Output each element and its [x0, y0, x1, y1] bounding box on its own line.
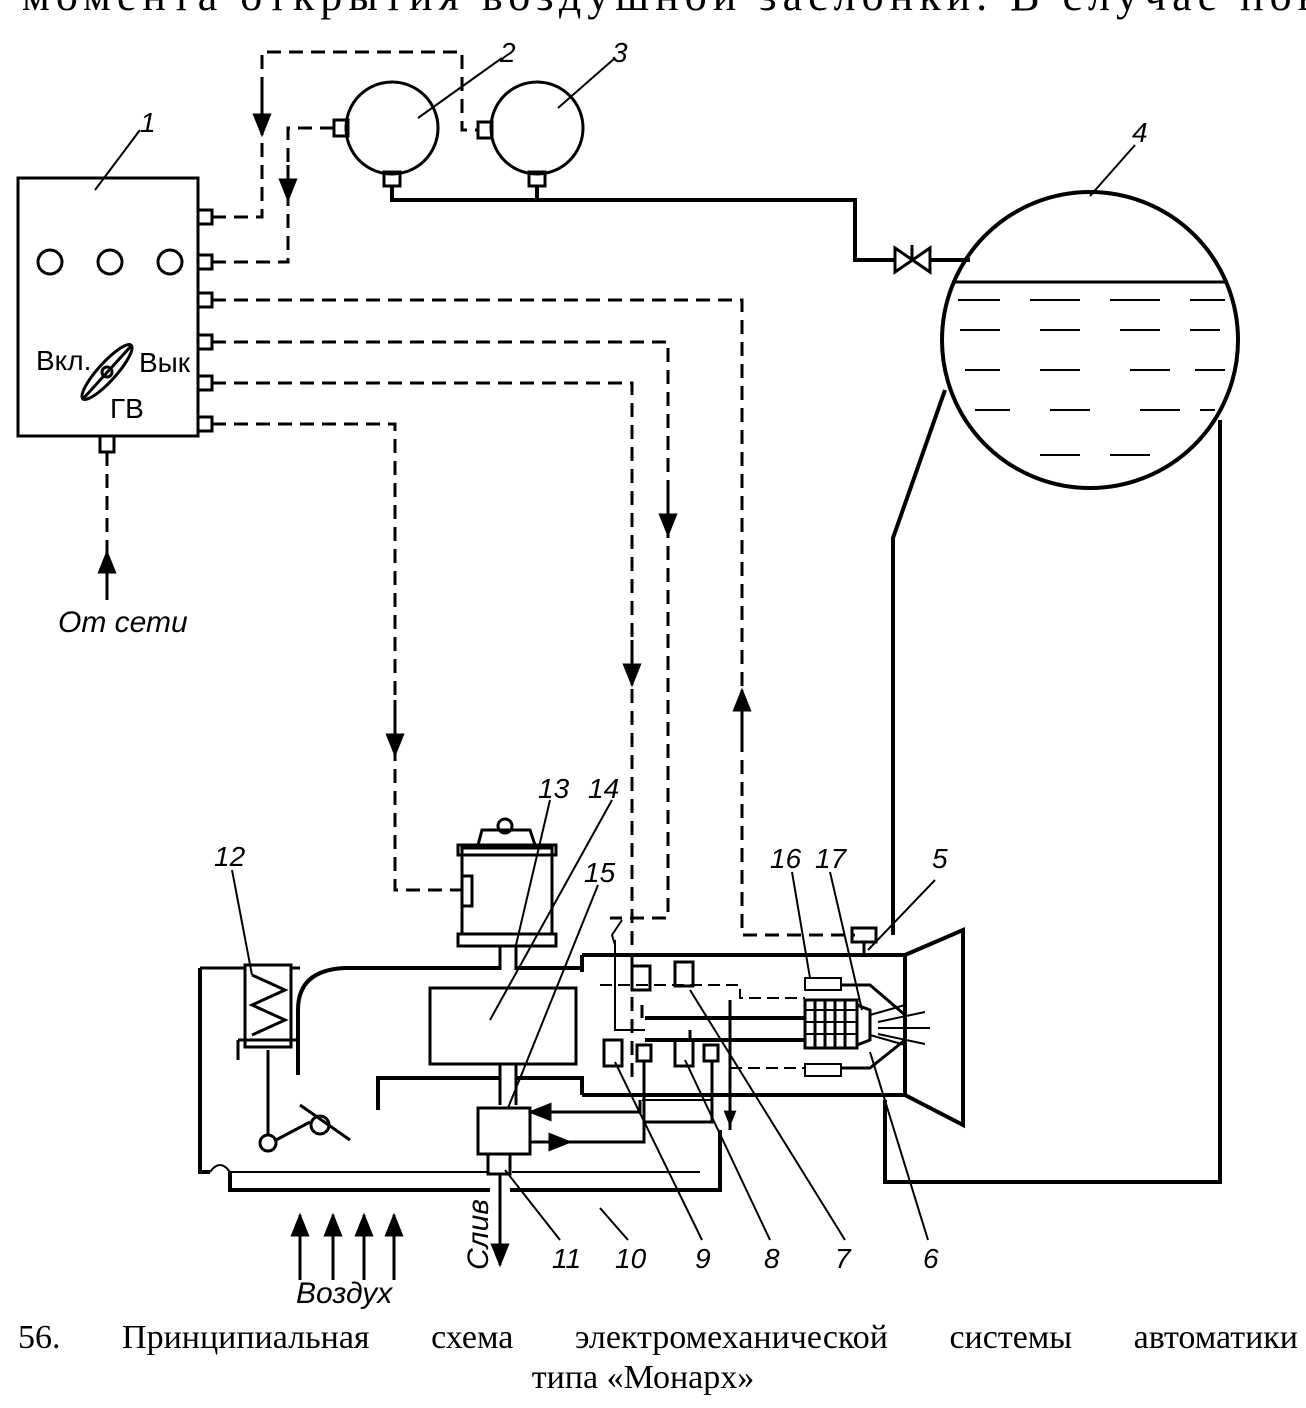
drain-label: Слив	[462, 1199, 495, 1270]
burner-nozzle	[803, 977, 930, 1077]
switch-on-label: Вкл.	[36, 345, 91, 376]
callout-3: 3	[612, 37, 628, 68]
caption-line-2: типа «Монарх»	[531, 1359, 755, 1396]
callout-10: 10	[615, 1243, 647, 1274]
callout-14: 14	[588, 773, 619, 804]
caption-number: 56.	[18, 1319, 61, 1356]
air-regulator	[236, 963, 351, 1153]
boiler-drum	[940, 190, 1240, 490]
figure-caption: 56. Принципиальная схема электромеханиче…	[18, 1318, 1298, 1398]
callout-13: 13	[538, 773, 570, 804]
from-network-label: От сети	[58, 606, 188, 639]
pressure-relay-2	[332, 80, 440, 188]
callout-11: 11	[552, 1243, 581, 1274]
callout-8: 8	[764, 1243, 780, 1274]
callout-17: 17	[815, 843, 848, 874]
callout-4: 4	[1132, 117, 1148, 148]
callout-12: 12	[214, 841, 246, 872]
callout-5: 5	[932, 843, 948, 874]
caption-word-1: Принципиальная	[122, 1319, 370, 1356]
switch-gv-label: ГВ	[110, 393, 144, 424]
callout-6: 6	[923, 1243, 939, 1274]
automation-scheme-diagram: Вкл. Вык ГВ От сети Воздух Слив 1 2 3 4 …	[16, 37, 1240, 1310]
servo-motor	[456, 817, 558, 948]
callout-2: 2	[499, 37, 516, 68]
caption-word-4: системы	[949, 1319, 1073, 1356]
switch-off-label: Вык	[139, 347, 191, 378]
caption-word-3: электромеханической	[574, 1319, 888, 1356]
fuel-pump	[476, 1100, 646, 1176]
callout-9: 9	[695, 1243, 711, 1274]
air-label: Воздух	[296, 1277, 393, 1310]
callout-15: 15	[584, 857, 616, 888]
page-top-text: момента открытия воздушной заслонки. В с…	[22, 0, 1306, 21]
caption-word-2: схема	[431, 1319, 514, 1356]
caption-word-5: автоматики	[1133, 1319, 1298, 1356]
callout-16: 16	[770, 843, 802, 874]
callout-7: 7	[835, 1243, 852, 1274]
pressure-relay-3	[476, 80, 585, 188]
callout-1: 1	[140, 107, 156, 138]
